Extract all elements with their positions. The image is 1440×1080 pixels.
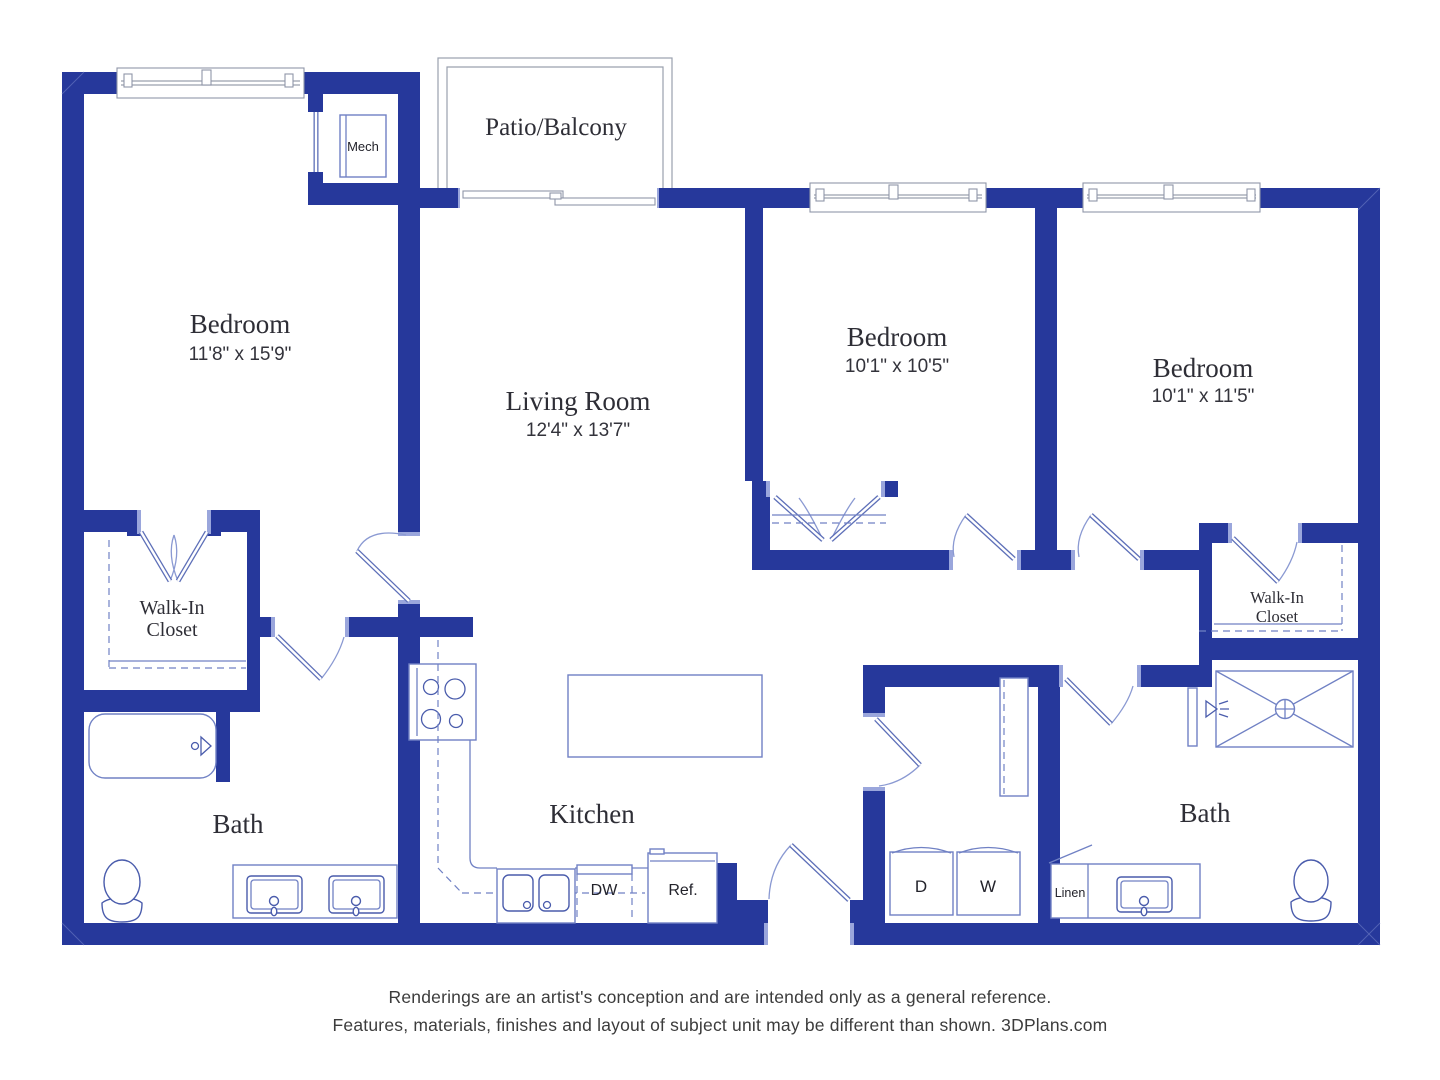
toilet-2	[1290, 859, 1332, 922]
bath2-label: Bath	[1180, 798, 1231, 828]
disclaimer-line1: Renderings are an artist's conception an…	[389, 987, 1052, 1007]
walk-in-closet2-label-line1: Walk-In	[1250, 588, 1304, 607]
doors	[138, 112, 1298, 902]
vanity-1	[232, 864, 398, 919]
laundry-cabinet	[999, 677, 1029, 797]
closet-shelving	[108, 514, 1343, 669]
windows	[116, 67, 1261, 213]
labels: Bedroom 11'8" x 15'9" Living Room 12'4" …	[139, 114, 1303, 900]
bath1-door	[275, 634, 345, 681]
bedroom3-dims: 10'1" x 11'5"	[1152, 386, 1255, 407]
dishwasher	[576, 864, 633, 922]
patio-label: Patio/Balcony	[485, 114, 627, 141]
bath2-door	[1064, 677, 1134, 726]
bedroom2-label: Bedroom	[847, 322, 948, 352]
dishwasher-label: DW	[591, 882, 619, 899]
toilet-1	[101, 859, 143, 923]
disclaimer: Renderings are an artist's conception an…	[333, 987, 1108, 1035]
bedroom2-closet-doors	[773, 495, 881, 542]
bath1-label: Bath	[213, 809, 264, 839]
kitchen-sink	[496, 868, 576, 924]
kitchen-label: Kitchen	[549, 799, 635, 829]
walk-in-closet1-label-line1: Walk-In	[139, 597, 204, 619]
shower	[1187, 670, 1354, 748]
washer	[956, 846, 1021, 916]
bathtub	[88, 713, 217, 779]
living-room-dims: 12'4" x 13'7"	[526, 420, 630, 441]
linen-label: Linen	[1055, 886, 1086, 900]
disclaimer-line2: Features, materials, finishes and layout…	[333, 1015, 1108, 1035]
stove	[408, 663, 477, 741]
mech-label: Mech	[347, 139, 379, 154]
refrigerator	[647, 848, 718, 924]
closet1-double-doors	[138, 530, 210, 583]
corner-hatches	[61, 71, 1381, 946]
refrigerator-label: Ref.	[668, 882, 697, 899]
bedroom3-label: Bedroom	[1153, 353, 1254, 383]
bedroom1-door	[355, 532, 411, 603]
patio-sliding-door	[460, 186, 657, 212]
washer-label: W	[980, 877, 996, 896]
living-room-label: Living Room	[506, 386, 651, 416]
dryer-label: D	[915, 877, 927, 896]
bedroom3-window	[1082, 182, 1261, 213]
bedroom1-label: Bedroom	[190, 309, 291, 339]
bedroom1-window	[116, 67, 305, 99]
walls	[62, 72, 1380, 945]
laundry-door	[874, 717, 922, 787]
bedroom2-window	[809, 182, 987, 213]
bedroom2-dims: 10'1" x 10'5"	[845, 356, 949, 377]
bedroom3-door	[1077, 513, 1141, 561]
bedroom2-door	[952, 513, 1016, 561]
door-jambs	[137, 188, 1302, 945]
dryer	[889, 846, 954, 916]
closet2-door	[1231, 536, 1298, 584]
walk-in-closet1-label-line2: Closet	[146, 619, 198, 641]
entry-door	[768, 843, 851, 902]
mech-unit	[339, 114, 387, 178]
linen-vanity-2	[1048, 844, 1201, 919]
walk-in-closet2-label-line2: Closet	[1256, 607, 1299, 626]
bedroom1-dims: 11'8" x 15'9"	[189, 344, 292, 365]
kitchen-island	[567, 674, 763, 758]
